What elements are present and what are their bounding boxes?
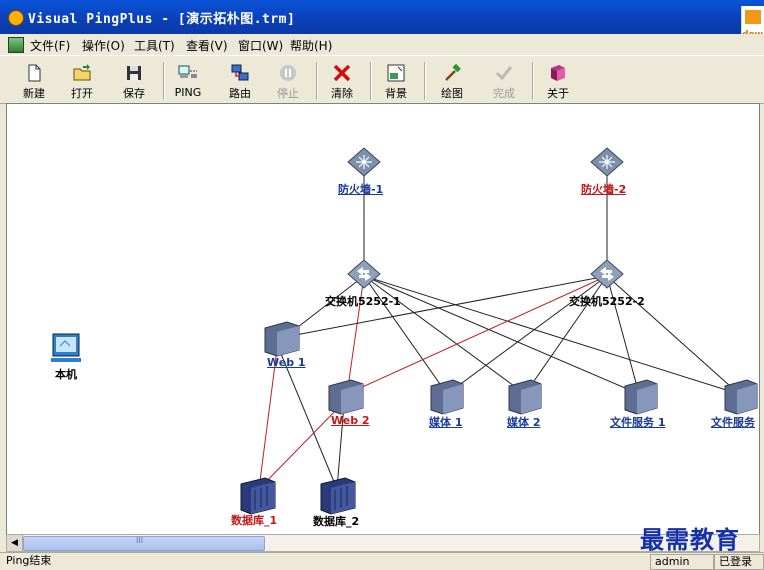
status-user: admin: [650, 554, 714, 570]
new-file-icon: [28, 64, 41, 82]
pause-icon: [280, 65, 296, 81]
menu-file[interactable]: 文件(F): [30, 39, 71, 53]
status-bar: Ping结束 admin 已登录: [0, 552, 764, 570]
media-2-server-icon: [508, 379, 542, 415]
link-sw2-web1: [284, 275, 608, 338]
link-web1-db2: [278, 348, 338, 490]
topology-canvas[interactable]: 防火墙-1 防火墙-2 交换机5252-1 交换机5252-2 Web 1 We…: [6, 103, 760, 536]
status-message: Ping结束: [6, 554, 52, 567]
red-x-icon: [333, 64, 351, 82]
link-sw2-fs1: [606, 275, 640, 395]
route-icon: [231, 64, 249, 81]
link-web1-db1: [258, 348, 278, 490]
about-button[interactable]: 关于: [536, 60, 580, 102]
save-button[interactable]: 保存: [112, 60, 156, 102]
file-server-2-icon: [724, 379, 758, 415]
checkmark-icon: [495, 66, 513, 81]
draw-button[interactable]: 绘图: [430, 60, 474, 102]
route-button[interactable]: 路由: [218, 60, 262, 102]
database-2-label[interactable]: 数据库_2: [313, 515, 360, 528]
done-button[interactable]: 完成: [482, 60, 526, 102]
media-2-label[interactable]: 媒体 2: [507, 416, 541, 429]
switch-1-label[interactable]: 交换机5252-1: [325, 295, 401, 308]
link-sw2-fs2: [606, 275, 740, 395]
open-button[interactable]: 打开: [60, 60, 104, 102]
link-sw1-media1: [363, 275, 448, 395]
menu-window[interactable]: 窗口(W): [238, 39, 284, 53]
floppy-disk-icon: [127, 66, 141, 80]
local-computer-label[interactable]: 本机: [55, 368, 77, 381]
firewall-2-label[interactable]: 防火墙-2: [581, 183, 627, 196]
link-sw2-media2: [524, 275, 608, 395]
ping-button[interactable]: PING: [166, 60, 210, 102]
web-2-label[interactable]: Web 2: [331, 414, 370, 427]
database-1-label[interactable]: 数据库_1: [231, 514, 278, 527]
media-1-label[interactable]: 媒体 1: [429, 416, 463, 429]
menu-help[interactable]: 帮助(H): [290, 39, 333, 53]
link-web2-db1: [258, 403, 343, 490]
new-button[interactable]: 新建: [12, 60, 56, 102]
background-button[interactable]: 背景: [374, 60, 418, 102]
topology-links: [51, 147, 758, 515]
background-icon: [387, 64, 405, 82]
web-1-label[interactable]: Web 1: [267, 356, 306, 369]
link-sw2-web2: [346, 275, 608, 395]
file-server-1-label[interactable]: 文件服务 1: [610, 416, 666, 429]
title-bar: Visual PingPlus - [演示拓朴图.trm] dow: [0, 0, 764, 46]
web-2-server-icon: [328, 379, 364, 415]
open-folder-icon: [73, 64, 91, 81]
link-sw1-media2: [363, 275, 526, 395]
switch-1-icon: [347, 259, 381, 289]
menu-bar: 文件(F) 操作(O) 工具(T) 查看(V) 窗口(W) 帮助(H): [0, 34, 764, 54]
database-2-icon: [320, 477, 356, 515]
link-sw2-media1: [446, 275, 608, 395]
document-icon[interactable]: [8, 37, 24, 53]
media-1-server-icon: [430, 379, 464, 415]
toolbar: 新建 打开 保存 PING 路由 停止 清除 背景 绘图 完成 关于: [0, 55, 764, 104]
firewall-1-icon: [347, 147, 381, 177]
file-server-1-icon: [624, 379, 658, 415]
local-computer-icon: [51, 333, 81, 362]
web-1-server-icon: [264, 321, 300, 357]
status-login: 已登录: [714, 554, 764, 570]
app-icon: [8, 10, 24, 26]
scroll-left-arrow-icon[interactable]: ◀: [7, 535, 23, 551]
hammer-icon: [445, 63, 461, 81]
switch-2-label[interactable]: 交换机5252-2: [569, 295, 645, 308]
horizontal-scrollbar[interactable]: ◀ III: [6, 534, 760, 552]
menu-operate[interactable]: 操作(O): [82, 39, 125, 53]
database-1-icon: [240, 477, 276, 515]
switch-2-icon: [590, 259, 624, 289]
firewall-1-label[interactable]: 防火墙-1: [338, 183, 384, 196]
ping-computer-icon: [178, 65, 197, 78]
stop-button[interactable]: 停止: [266, 60, 310, 102]
menu-tools[interactable]: 工具(T): [134, 39, 175, 53]
link-sw1-web2: [346, 275, 365, 395]
link-sw1-fs2: [363, 275, 740, 395]
menu-view[interactable]: 查看(V): [186, 39, 228, 53]
link-web2-db2: [336, 403, 345, 490]
firewall-2-icon: [590, 147, 624, 177]
book-icon: [551, 65, 565, 81]
window-title: Visual PingPlus - [演示拓朴图.trm]: [28, 12, 296, 27]
scroll-thumb[interactable]: III: [23, 536, 265, 551]
watermark: 最需教育: [640, 525, 740, 554]
link-sw1-fs1: [363, 275, 640, 395]
file-server-2-label[interactable]: 文件服务: [711, 416, 755, 429]
clear-button[interactable]: 清除: [320, 60, 364, 102]
